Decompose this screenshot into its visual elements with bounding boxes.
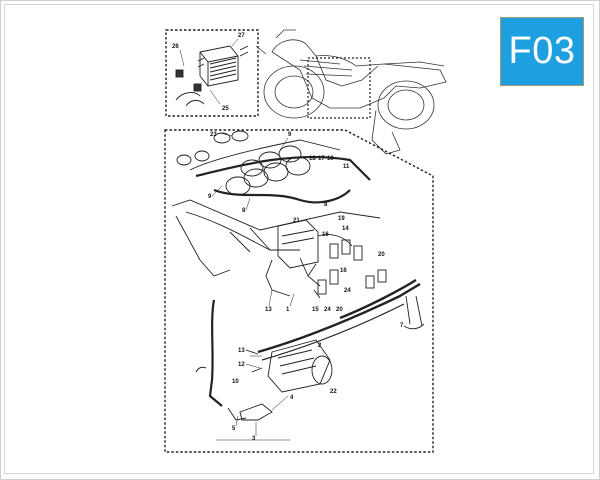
callout-label: 21 <box>293 218 300 224</box>
callout-label: 19 <box>338 216 345 222</box>
callout-label: 16 <box>322 232 329 238</box>
ignition-harness <box>171 130 381 277</box>
callout-label: 5 <box>232 426 236 432</box>
callout-label: 17 <box>318 156 325 162</box>
regulator-inset-box <box>165 29 259 117</box>
diagram-code-badge: F03 <box>500 17 584 86</box>
leader-lines <box>211 132 295 436</box>
ecu-block <box>265 219 353 297</box>
voltage-regulator <box>175 45 249 107</box>
lower-harness <box>195 278 425 407</box>
callout-label: 1 <box>286 307 290 313</box>
callout-label: 3 <box>252 436 256 442</box>
main-view-outline <box>164 129 434 453</box>
callout-label: 27 <box>238 33 245 39</box>
callout-label: 20 <box>378 252 385 258</box>
callout-label: 10 <box>327 156 334 162</box>
starter-motor <box>227 339 333 421</box>
callout-label: 25 <box>222 106 229 112</box>
callout-label: 2 <box>318 343 322 349</box>
callout-label: 20 <box>336 307 343 313</box>
callout-label: 9 <box>208 194 212 200</box>
callout-label: 23 <box>210 132 217 138</box>
diagram-code: F03 <box>508 30 576 72</box>
inner-frame <box>4 4 594 474</box>
callout-label: 8 <box>242 208 246 214</box>
callout-label: 14 <box>342 226 349 232</box>
callout-label: 9 <box>288 132 292 138</box>
callout-label: 4 <box>290 395 294 401</box>
callout-label: 16 <box>340 268 347 274</box>
callout-label: 24 <box>324 307 331 313</box>
callout-label: 7 <box>400 323 404 329</box>
callout-label: 22 <box>330 389 337 395</box>
locator-highlight-box <box>307 57 371 119</box>
relay-cluster <box>307 239 387 299</box>
callout-label: 24 <box>344 288 351 294</box>
callout-label: 26 <box>172 44 179 50</box>
callout-label: 18 <box>309 156 316 162</box>
callout-label: 13 <box>265 307 272 313</box>
callout-label: 12 <box>238 362 245 368</box>
callout-label: 10 <box>232 379 239 385</box>
callouts: 23 9 18 17 10 11 9 8 21 19 16 14 8 16 20… <box>208 132 404 442</box>
callout-label: 13 <box>238 348 245 354</box>
callout-label: 8 <box>324 202 328 208</box>
callout-label: 15 <box>312 307 319 313</box>
callout-label: 11 <box>343 164 350 170</box>
motorcycle-locator <box>255 29 447 155</box>
